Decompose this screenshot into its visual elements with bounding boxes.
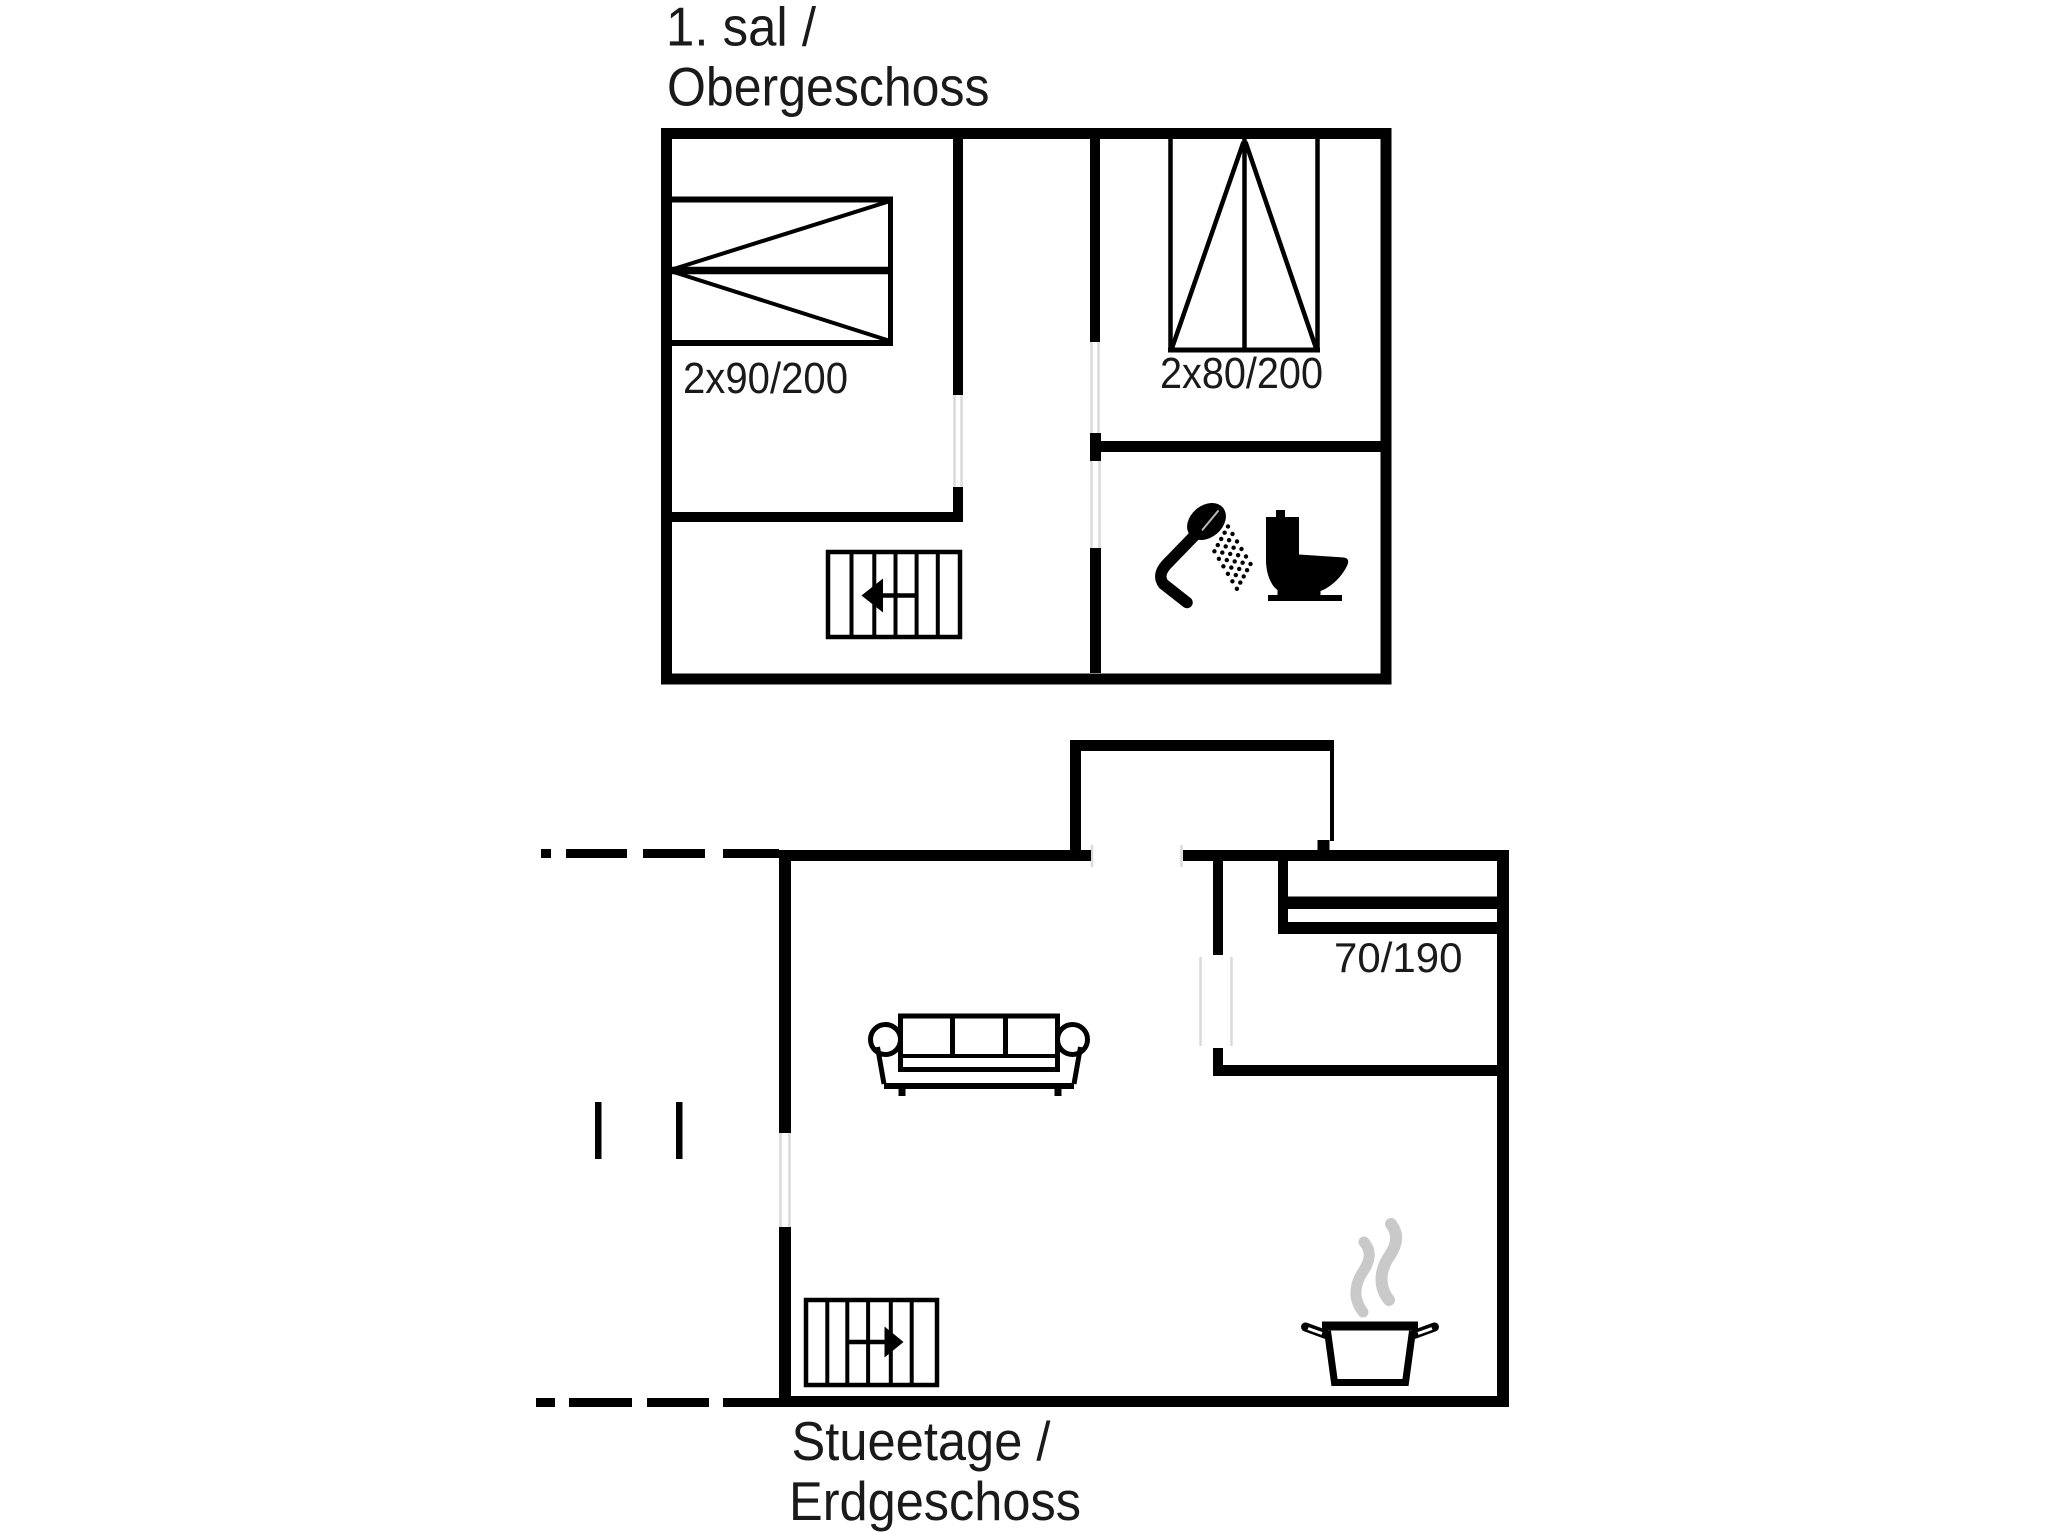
svg-text:Obergeschoss: Obergeschoss (667, 56, 990, 118)
svg-text:2x90/200: 2x90/200 (683, 354, 848, 403)
svg-text:Erdgeschoss: Erdgeschoss (789, 1470, 1081, 1532)
svg-text:Stueetage /: Stueetage / (792, 1410, 1052, 1472)
svg-text:70/190: 70/190 (1334, 934, 1463, 981)
svg-text:1. sal /: 1. sal / (666, 0, 817, 58)
svg-text:2x80/200: 2x80/200 (1160, 349, 1323, 398)
